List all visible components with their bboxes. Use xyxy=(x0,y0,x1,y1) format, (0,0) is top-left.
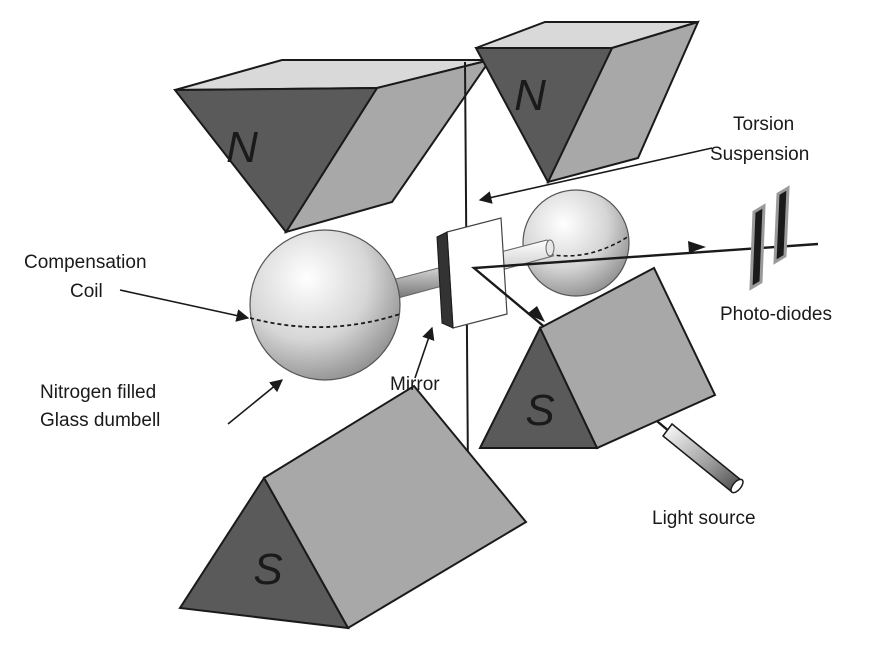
torsion-leader-arrow xyxy=(478,147,713,204)
magnet-top-right-end-face xyxy=(474,47,614,185)
photo-diode-2 xyxy=(773,185,790,265)
mirror-label: Mirror xyxy=(390,374,440,395)
mirror-leader-arrow xyxy=(414,326,435,379)
magnet-top-left: N xyxy=(172,58,493,234)
photo-diodes xyxy=(749,185,790,291)
magnet-top-right: N xyxy=(474,20,700,185)
magnet-bottom-right-end-face xyxy=(478,325,599,449)
magnet-bottom-left: S xyxy=(178,384,528,630)
photo-diodes-label: Photo-diodes xyxy=(720,304,832,325)
torsion-suspension-label-line1: Torsion xyxy=(733,114,794,135)
nitrogen-dumbbell-label-line1: Nitrogen filled xyxy=(40,382,156,403)
dumbbell-rod-end xyxy=(545,239,555,257)
light-source-label: Light source xyxy=(652,508,756,529)
dumbbell-left-sphere xyxy=(249,229,401,381)
dumbbell-right-sphere xyxy=(522,189,630,297)
magnet-bottom-left-end-face xyxy=(178,476,350,630)
light-source xyxy=(661,422,744,494)
light-beam-arrow-outgoing xyxy=(688,241,706,253)
magnet-bottom-right-pole-label: S xyxy=(525,386,554,435)
light-beam-arrow-incoming xyxy=(527,306,545,322)
magnet-bottom-left-pole-label: S xyxy=(253,545,282,594)
compensation-coil-label-line2: Coil xyxy=(70,281,103,302)
nitrogen-dumbbell-label-line2: Glass dumbell xyxy=(40,410,160,431)
compensation-leader-arrow xyxy=(119,289,250,322)
photo-diode-1 xyxy=(749,203,766,291)
nitrogen-leader-arrow xyxy=(227,379,283,425)
magnet-bottom-right: S xyxy=(478,266,717,450)
magnet-top-left-end-face xyxy=(172,86,379,234)
compensation-coil-label-line1: Compensation xyxy=(24,252,147,273)
magnet-top-left-pole-label: N xyxy=(226,123,258,172)
torsion-suspension-label-line2: Suspension xyxy=(710,144,809,165)
mirror xyxy=(436,217,508,329)
magnet-top-right-pole-label: N xyxy=(514,71,546,120)
